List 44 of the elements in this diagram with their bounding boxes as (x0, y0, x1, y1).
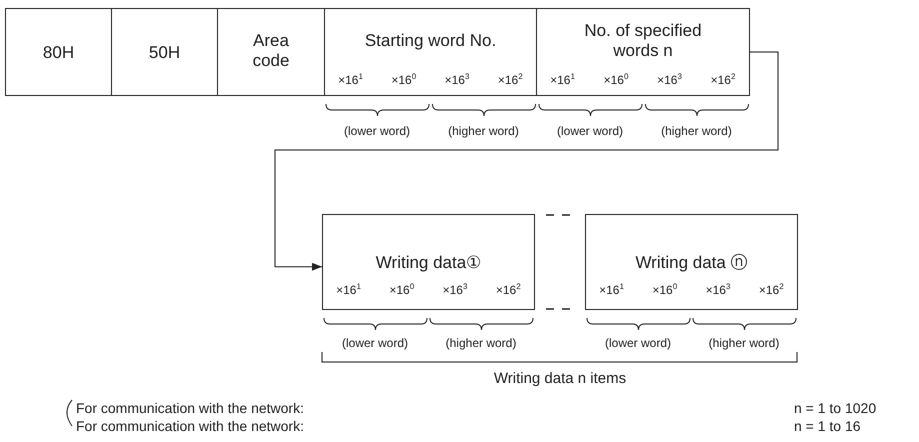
digit-weight: ×16$^{3}$ (656, 72, 683, 87)
field-cell (324, 8, 537, 96)
field-name: 50H (148, 43, 182, 63)
field-name: Starting word No. (364, 31, 498, 51)
digit-weight: ×16$^{0}$ (388, 282, 416, 297)
digit-weight: ×16$^{0}$ (651, 282, 678, 297)
word-caption: (higher word) (660, 124, 733, 138)
word-caption: (higher word) (708, 336, 780, 350)
field-name: Area code (252, 31, 290, 71)
word-caption: (lower word) (340, 336, 409, 350)
digit-weight: ×16$^{2}$ (710, 72, 736, 87)
digit-weight: ×16$^{0}$ (602, 72, 630, 87)
digit-weight: ×16$^{2}$ (496, 72, 524, 87)
word-caption: (lower word) (556, 124, 624, 138)
range-text: n = 1 to 16 (794, 418, 861, 434)
word-caption: (higher word) (447, 124, 520, 138)
digit-weight: ×16$^{0}$ (390, 72, 418, 87)
digit-weight: ×16$^{1}$ (337, 72, 364, 87)
field-name: 80H (42, 43, 76, 63)
word-caption: (lower word) (342, 124, 411, 138)
group-caption: Writing data n items (492, 370, 628, 387)
range-text: n = 1 to 1020 (794, 400, 876, 416)
digit-weight: ×16$^{1}$ (598, 282, 625, 297)
note-text: For communication with the network: (76, 400, 304, 416)
digit-weight: ×16$^{3}$ (444, 72, 470, 87)
field-cell (585, 214, 798, 310)
word-caption: (higher word) (444, 336, 518, 350)
field-cell (322, 214, 535, 310)
field-name: Writing data ⓝ (634, 253, 749, 273)
digit-weight: ×16$^{3}$ (442, 282, 468, 297)
field-name: Writing data① (374, 253, 482, 273)
digit-weight: ×16$^{2}$ (494, 282, 522, 297)
field-name: No. of specified words n (583, 21, 703, 61)
field-cell (5, 8, 112, 96)
field-cell (217, 8, 325, 96)
field-cell (111, 8, 218, 96)
digit-weight: ×16$^{1}$ (549, 72, 576, 87)
arrow (274, 52, 778, 271)
digit-weight: ×16$^{1}$ (335, 282, 362, 297)
note-text: For communication with the network: (76, 418, 304, 434)
word-caption: (lower word) (604, 336, 672, 350)
digit-weight: ×16$^{2}$ (758, 282, 785, 297)
digit-weight: ×16$^{3}$ (704, 282, 732, 297)
field-cell (536, 8, 750, 96)
